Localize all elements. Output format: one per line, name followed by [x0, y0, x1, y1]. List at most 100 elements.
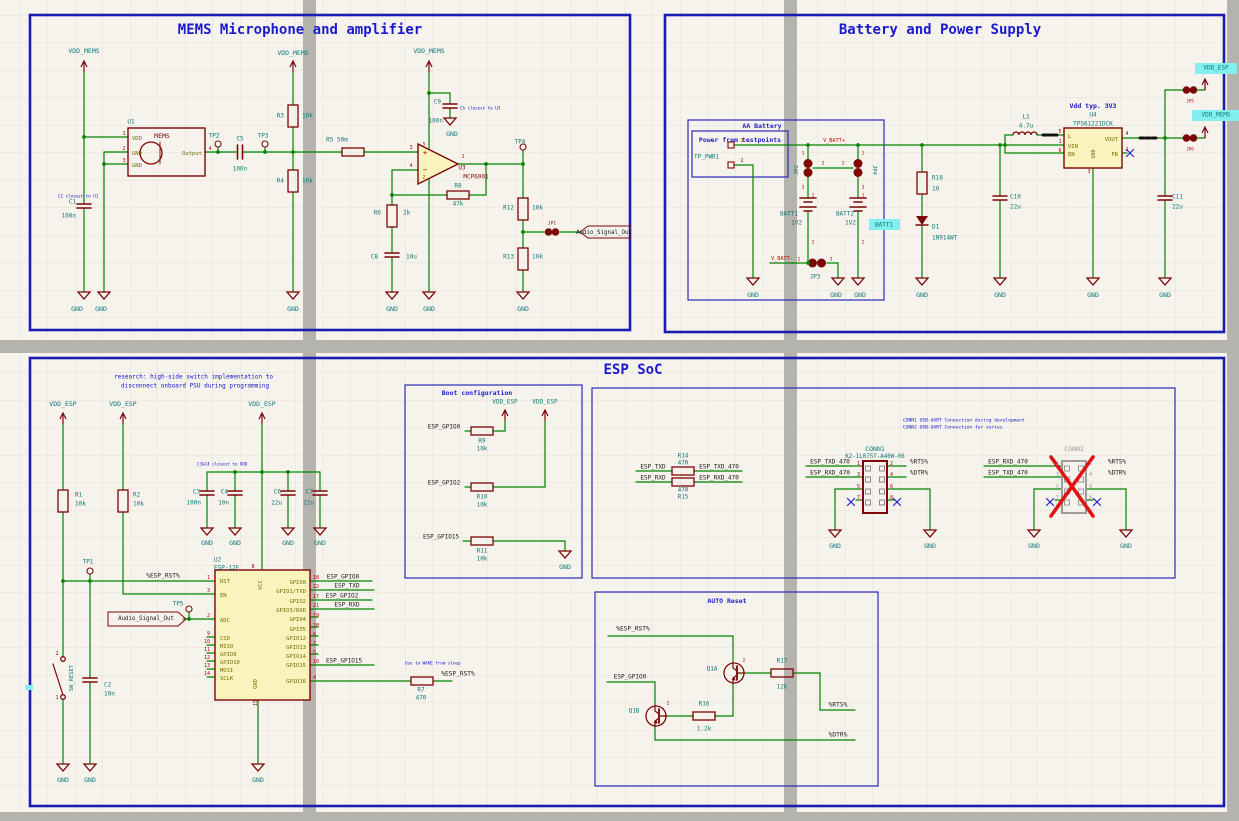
- component-field[interactable]: L1: [1022, 114, 1030, 121]
- component-field[interactable]: 22u: [1172, 204, 1183, 211]
- gnd-symbol-icon[interactable]: [1157, 277, 1173, 286]
- component-field[interactable]: 10k: [532, 254, 543, 261]
- net-label[interactable]: %DTR%: [910, 470, 928, 477]
- gnd-symbol-icon[interactable]: [55, 763, 71, 772]
- net-label-red[interactable]: V_BATT-: [771, 256, 793, 262]
- note-text[interactable]: Use to WAKE from sleep: [405, 661, 461, 666]
- component-field[interactable]: 470: [678, 460, 689, 467]
- component-field[interactable]: 22u: [1010, 204, 1021, 211]
- power-label[interactable]: GND: [559, 563, 571, 571]
- power-flag-icon[interactable]: [119, 411, 127, 424]
- solder-jumper-icon[interactable]: [551, 228, 560, 236]
- component-field[interactable]: JP3: [810, 274, 821, 281]
- dnp-text[interactable]: 6: [1089, 484, 1092, 490]
- resistor-symbol[interactable]: [470, 536, 494, 546]
- audio-signal-out-global-label-shape[interactable]: [579, 225, 631, 239]
- gnd-symbol-icon[interactable]: [82, 763, 98, 772]
- net-label[interactable]: Audio_Signal_Out: [576, 230, 632, 236]
- net-label[interactable]: ESP_TXD: [640, 464, 666, 471]
- jumper-symbol[interactable]: [853, 168, 863, 177]
- component-field[interactable]: 10k: [302, 113, 313, 120]
- component-field[interactable]: 2k: [403, 210, 411, 217]
- net-label[interactable]: ESP_TXD_470: [988, 470, 1028, 477]
- component-field[interactable]: R4: [277, 178, 285, 185]
- mems-mic-u1-body[interactable]: [127, 127, 206, 177]
- component-field[interactable]: U4: [1089, 112, 1097, 119]
- net-label[interactable]: %RTS%: [910, 459, 928, 466]
- reset-switch-symbol[interactable]: [60, 656, 66, 662]
- component-field[interactable]: 470: [678, 487, 689, 494]
- gnd-symbol-icon[interactable]: [830, 277, 846, 286]
- component-field[interactable]: TP3: [258, 133, 269, 140]
- component-field[interactable]: 10u: [406, 254, 417, 261]
- component-field[interactable]: C9: [434, 99, 442, 106]
- component-field[interactable]: 10n: [104, 691, 115, 698]
- power-label[interactable]: GND: [57, 776, 69, 784]
- component-field[interactable]: R5 50m: [326, 137, 348, 144]
- power-flag-icon[interactable]: [289, 59, 297, 72]
- power-label[interactable]: GND: [916, 291, 928, 299]
- resistor-symbol[interactable]: [692, 711, 716, 721]
- power-flag-icon[interactable]: [541, 408, 549, 421]
- component-field[interactable]: R18: [932, 175, 943, 182]
- component-field[interactable]: 10k: [532, 205, 543, 212]
- gnd-symbol-icon[interactable]: [914, 277, 930, 286]
- jumper-symbol[interactable]: [803, 168, 813, 177]
- net-label[interactable]: ESP_RXD_470: [810, 470, 850, 477]
- net-label[interactable]: ESP_GPIO0: [327, 574, 360, 581]
- component-field[interactable]: R3: [277, 113, 285, 120]
- resistor-symbol[interactable]: [341, 147, 365, 157]
- net-label[interactable]: ESP_GPIO15: [326, 658, 363, 665]
- net-label[interactable]: Audio_Signal_Out: [118, 616, 174, 622]
- net-label[interactable]: %DTR%: [829, 732, 848, 739]
- component-field[interactable]: C3: [193, 489, 201, 496]
- power-label[interactable]: VDD_ESP: [1203, 65, 1229, 72]
- power-label[interactable]: GND: [71, 305, 83, 313]
- component-field[interactable]: BATT2: [836, 211, 854, 218]
- gnd-symbol-icon[interactable]: [850, 277, 866, 286]
- note-text[interactable]: C1 closest to U1: [58, 194, 99, 199]
- component-field[interactable]: C5: [236, 136, 244, 143]
- power-flag-icon[interactable]: [425, 59, 433, 72]
- diode-symbol[interactable]: [916, 216, 928, 225]
- component-field[interactable]: TPS61221DCK: [1073, 121, 1113, 128]
- dnp-text[interactable]: 4: [1089, 472, 1092, 478]
- resistor-symbol[interactable]: [517, 197, 529, 221]
- dnp-text[interactable]: CONN2: [1064, 445, 1084, 453]
- gnd-symbol-icon[interactable]: [199, 527, 215, 536]
- gnd-symbol-icon[interactable]: [442, 117, 458, 126]
- component-field[interactable]: R11: [477, 548, 488, 555]
- gnd-symbol-icon[interactable]: [827, 529, 843, 538]
- conn2-body[interactable]: [1061, 460, 1087, 514]
- boost-u4-body[interactable]: [1063, 127, 1123, 169]
- dnp-text[interactable]: 5: [1056, 484, 1059, 490]
- power-label[interactable]: VDD_MEMS: [413, 47, 444, 55]
- net-label[interactable]: ESP_GPIO0: [428, 424, 461, 431]
- gnd-symbol-icon[interactable]: [992, 277, 1008, 286]
- component-field[interactable]: 22u: [271, 500, 282, 507]
- power-label[interactable]: VDD_MEMS: [277, 49, 308, 57]
- testpoint-icon[interactable]: [86, 567, 94, 575]
- gnd-symbol-icon[interactable]: [1085, 277, 1101, 286]
- component-field[interactable]: JP2: [794, 165, 800, 175]
- gnd-symbol-icon[interactable]: [312, 527, 328, 536]
- resistor-symbol[interactable]: [916, 171, 928, 195]
- gnd-symbol-icon[interactable]: [1026, 529, 1042, 538]
- note-text[interactable]: CONN1 USB-UART Connection during develop…: [903, 418, 1025, 424]
- power-label[interactable]: GND: [423, 305, 435, 313]
- power-label[interactable]: GND: [517, 305, 529, 313]
- note-text[interactable]: research: high-side switch implementatio…: [114, 374, 273, 381]
- component-field[interactable]: TP4: [515, 139, 526, 146]
- audio-signal-out-global-label-shape[interactable]: [107, 611, 187, 627]
- component-field[interactable]: 10k: [302, 178, 313, 185]
- power-label[interactable]: VDD_ESP: [109, 400, 136, 408]
- power-label[interactable]: VDD_MEMS: [1202, 112, 1231, 119]
- power-label[interactable]: GND: [95, 305, 107, 313]
- power-label[interactable]: GND: [386, 305, 398, 313]
- power-label[interactable]: GND: [287, 305, 299, 313]
- resistor-symbol[interactable]: [770, 668, 794, 678]
- component-field[interactable]: JP4: [871, 165, 877, 176]
- component-field[interactable]: 100n: [233, 166, 248, 173]
- note-text[interactable]: disconnect onboard PSU during programmin…: [121, 383, 269, 390]
